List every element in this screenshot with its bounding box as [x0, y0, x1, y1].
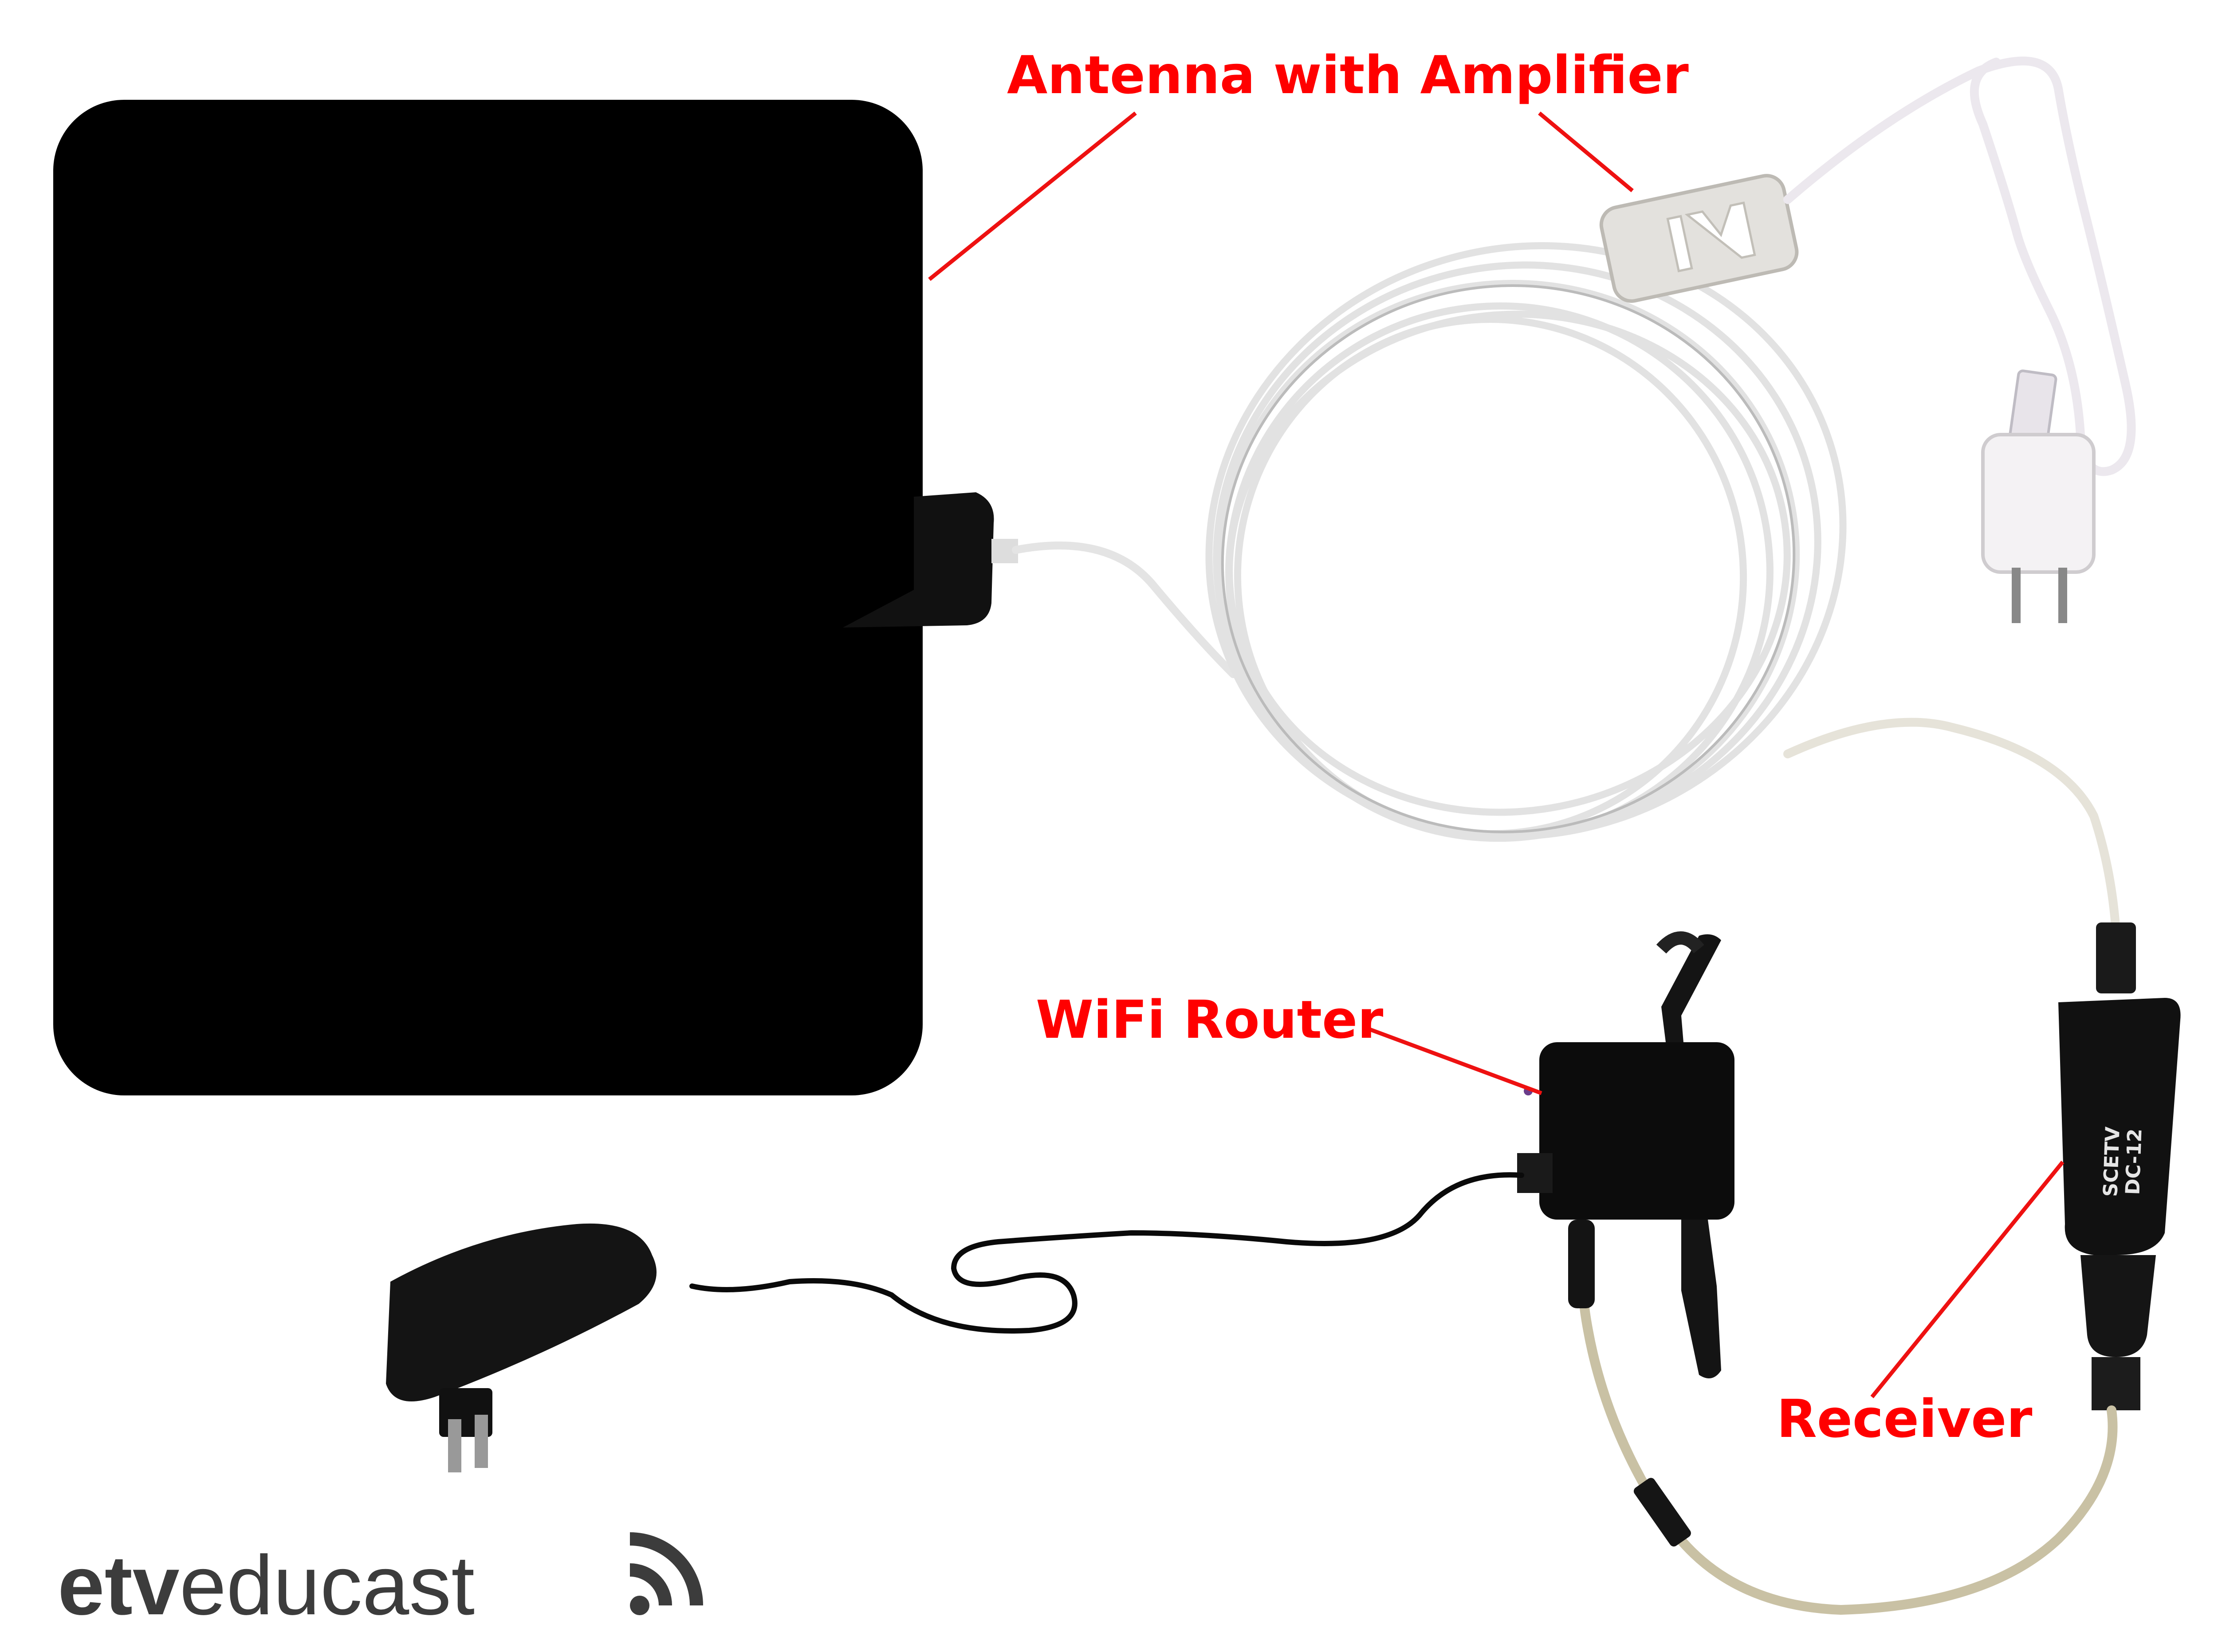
adapter-prong-left [2012, 568, 2021, 623]
adapter-prong-right [2058, 568, 2067, 623]
leader-line-amplifier [1538, 111, 1634, 192]
amplifier-logo-icon [1666, 201, 1756, 273]
callout-antenna-with-amplifier: Antenna with Amplifier [1007, 44, 1689, 106]
cable-coil [1205, 242, 1847, 842]
logo-educast: educast [179, 1538, 475, 1632]
antenna-connector [843, 492, 994, 628]
braided-cable [1578, 1272, 2118, 1615]
router-antenna-right [1681, 1220, 1721, 1378]
callout-receiver: Receiver [1777, 1388, 2033, 1449]
router-antenna-left [1568, 1220, 1595, 1308]
wifi-router [1517, 931, 1734, 1378]
leader-line-router [1368, 1027, 1542, 1095]
antenna-panel [53, 100, 923, 1095]
router-power-cable [689, 1172, 1524, 1334]
leader-lines [928, 111, 2065, 1398]
braided-cable-sleeve [1633, 1478, 1691, 1547]
coax-cable-receiver [1783, 718, 2120, 936]
leader-line-antenna-panel [928, 111, 1137, 281]
receiver-dongle [2058, 922, 2181, 1410]
broadcast-signal-icon [629, 1532, 703, 1615]
receiver-print-line1: SCETV [2099, 1126, 2124, 1197]
amplifier-box [1599, 174, 1799, 303]
coax-cable-antenna [1012, 542, 1237, 678]
power-cable-usb [1783, 56, 2136, 476]
router-antenna-top [1661, 934, 1721, 1042]
leader-line-receiver [1870, 1161, 2065, 1398]
receiver-print-line2: DC-12 [2121, 1128, 2146, 1195]
etv-educast-logo: etveducast [58, 1543, 475, 1628]
callout-wifi-router: WiFi Router [1036, 989, 1384, 1050]
wall-adapter [386, 1223, 657, 1472]
usb-power-adapter [1981, 433, 2096, 574]
logo-etv: etv [58, 1538, 180, 1632]
